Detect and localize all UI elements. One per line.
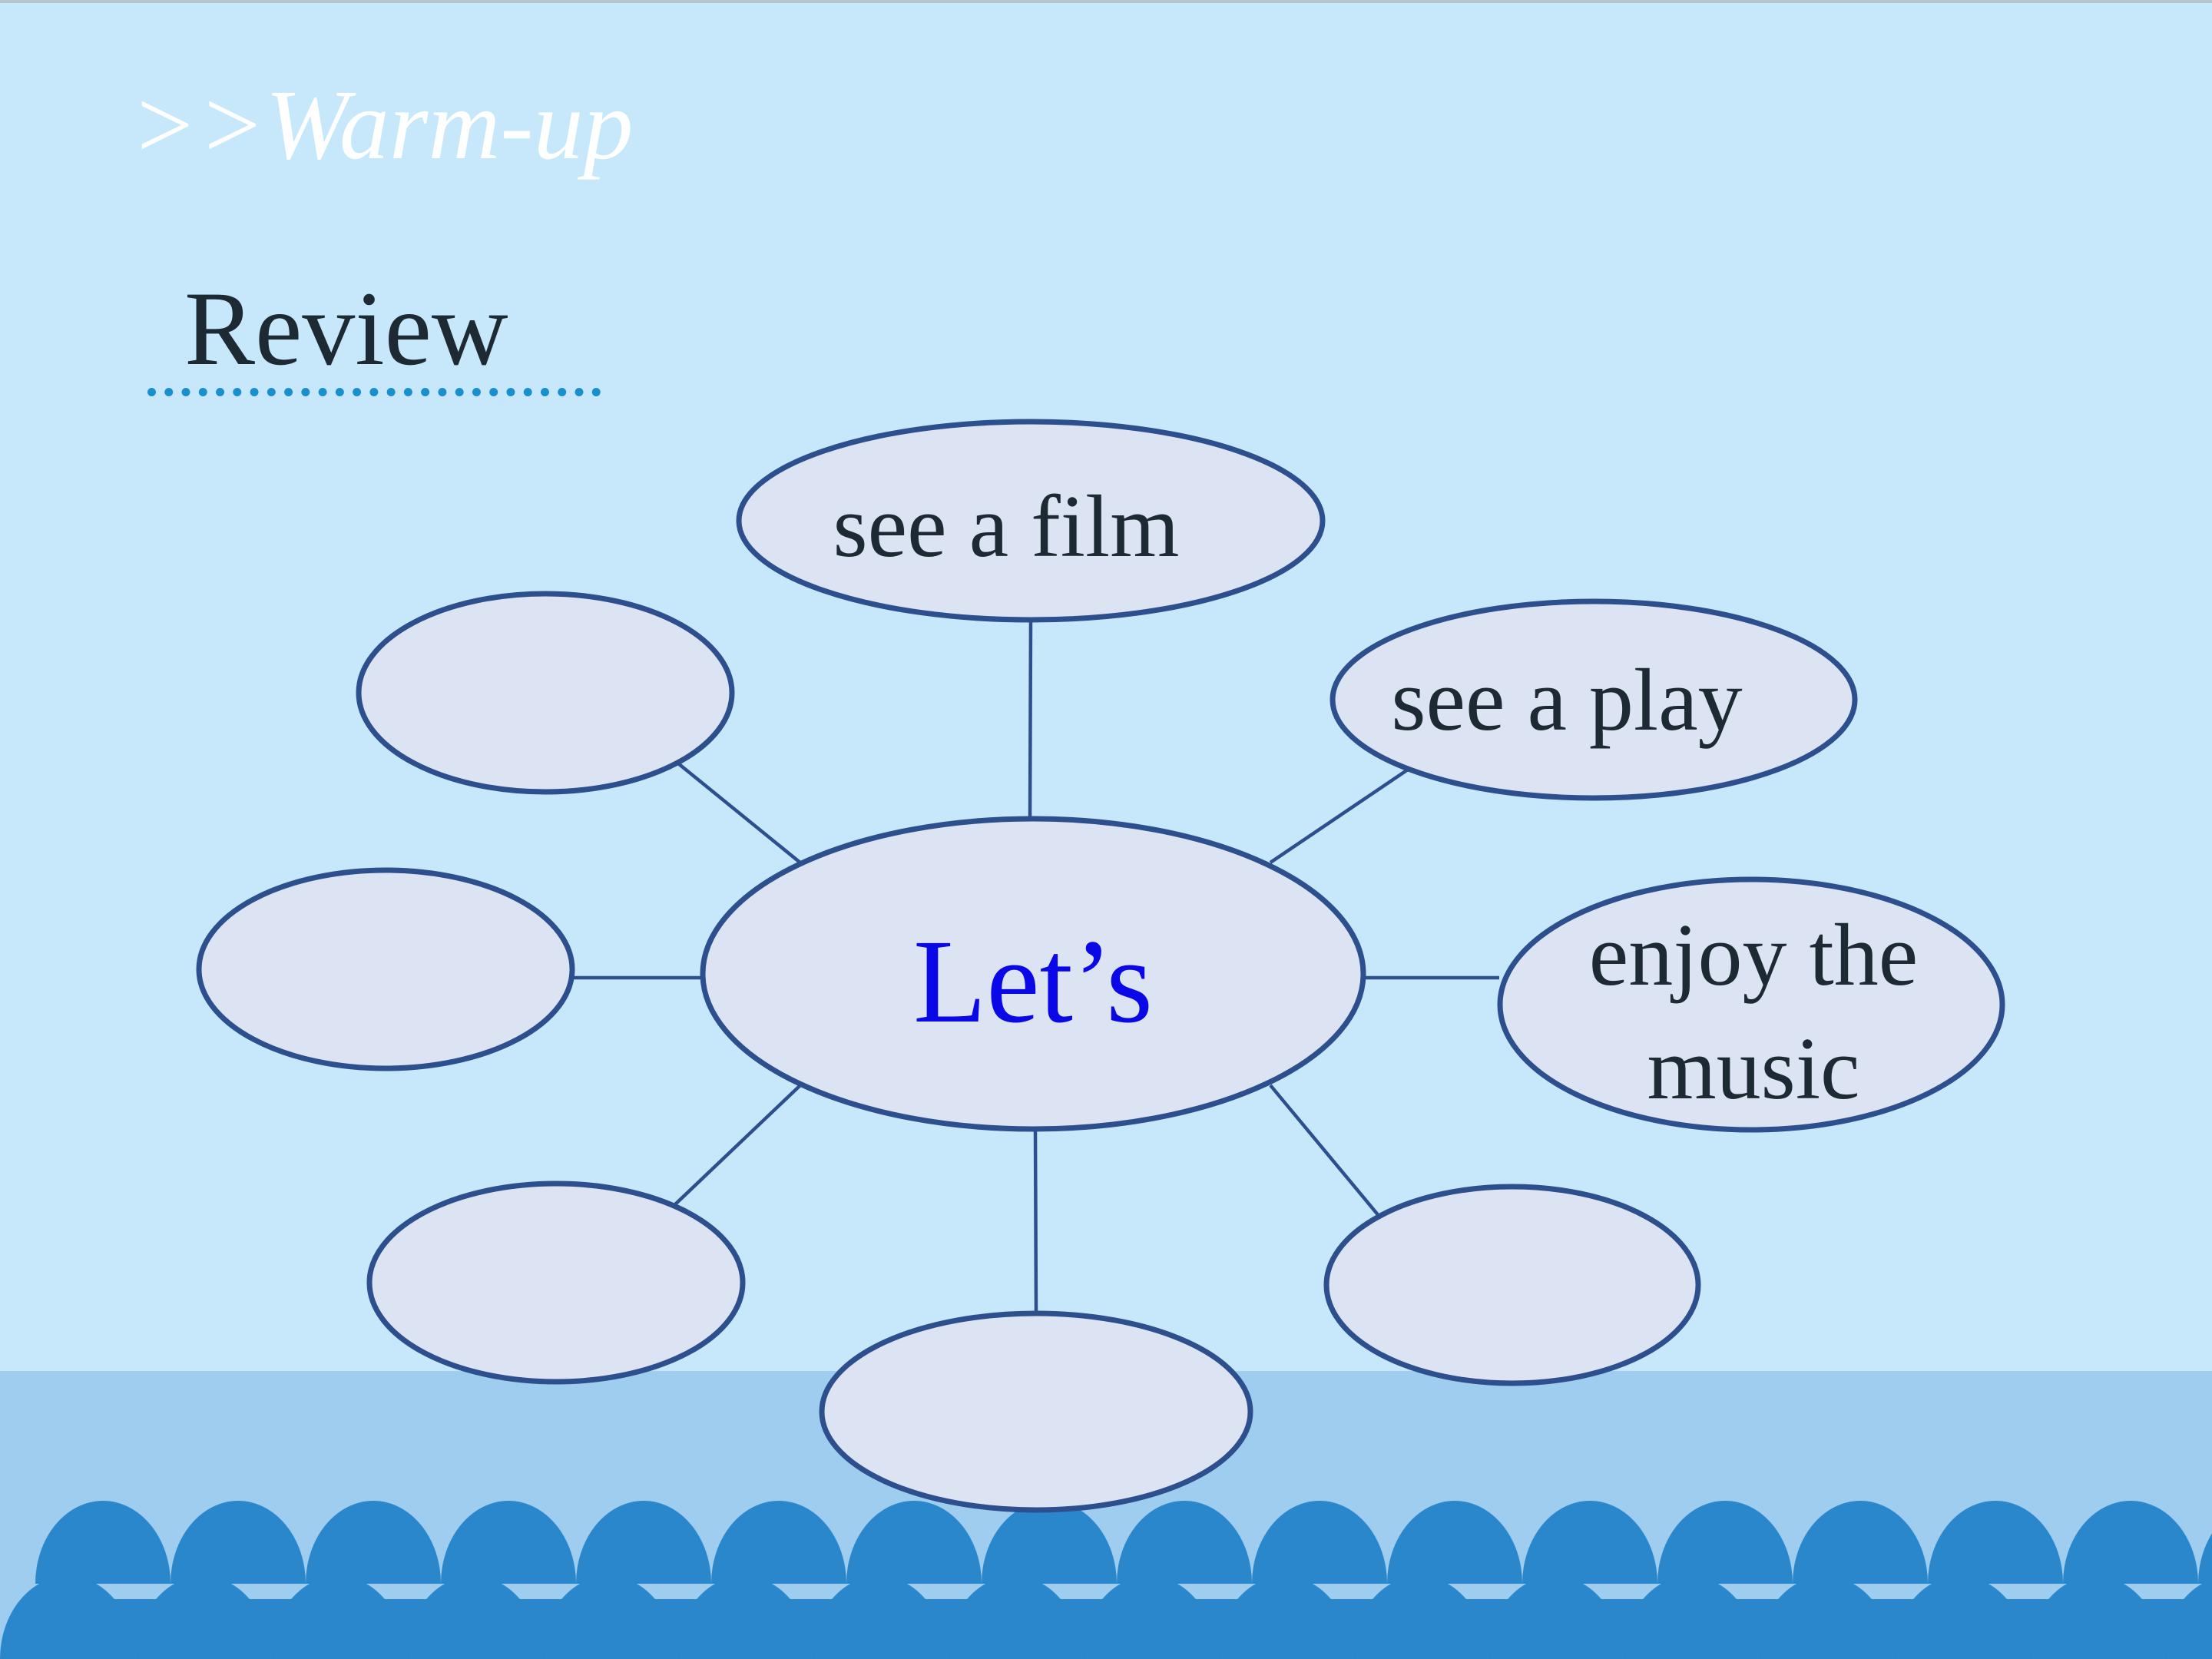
scallop-wave-decoration — [0, 1501, 2212, 1659]
scallop-shape — [1622, 1576, 1757, 1659]
node-label-see-a-film: see a film — [833, 478, 1180, 576]
node-label-enjoy-the-music-line1: enjoy the — [1589, 906, 1918, 1005]
scallop-shape — [1352, 1576, 1487, 1659]
bubble-empty-upper-left — [356, 591, 735, 795]
scallop-shape — [0, 1576, 135, 1659]
connector-upper-left — [677, 762, 803, 865]
scallop-shape — [811, 1576, 946, 1659]
scallop-shape — [2163, 1579, 2212, 1659]
section-label: >>Warm-up — [131, 70, 634, 180]
page-title: Review — [184, 270, 508, 387]
center-label: Let’s — [913, 915, 1153, 1048]
scallop-shape — [270, 1576, 406, 1659]
scallop-shape — [541, 1576, 676, 1659]
scallop-shape — [406, 1576, 541, 1659]
scallop-shape — [1081, 1576, 1217, 1659]
connector-top — [1028, 620, 1033, 820]
node-label-enjoy-the-music-line2: music — [1647, 1020, 1859, 1118]
connector-lower-left — [672, 1084, 801, 1207]
connector-bottom — [1033, 1129, 1038, 1314]
bubble-enjoy-the-music — [1497, 876, 2005, 1133]
scallop-shape — [676, 1576, 811, 1659]
bubble-empty-lower-right — [1323, 1184, 1701, 1386]
scallop-shape — [1217, 1576, 1352, 1659]
scallop-shape — [135, 1576, 270, 1659]
top-border-line — [0, 0, 2212, 3]
bubble-empty-lower-left — [366, 1181, 746, 1385]
scallop-shape — [1487, 1576, 1622, 1659]
connectors — [572, 620, 1499, 1314]
scallop-shape — [2028, 1576, 2163, 1659]
node-label-see-a-play: see a play — [1391, 651, 1742, 750]
scallop-shape — [1757, 1576, 1892, 1659]
bubbles — [196, 419, 2005, 1513]
bubble-center — [700, 816, 1366, 1132]
connector-upper-right — [1269, 768, 1409, 864]
bubble-see-a-play — [1330, 598, 1858, 801]
bubble-see-a-film — [736, 419, 1326, 623]
bubble-empty-left — [196, 867, 575, 1071]
title-dotted-underline — [147, 388, 601, 396]
connector-lower-right — [1269, 1084, 1381, 1218]
scallop-shape — [1892, 1576, 2028, 1659]
bubble-empty-bottom — [819, 1310, 1253, 1513]
scallop-shape — [946, 1576, 1081, 1659]
